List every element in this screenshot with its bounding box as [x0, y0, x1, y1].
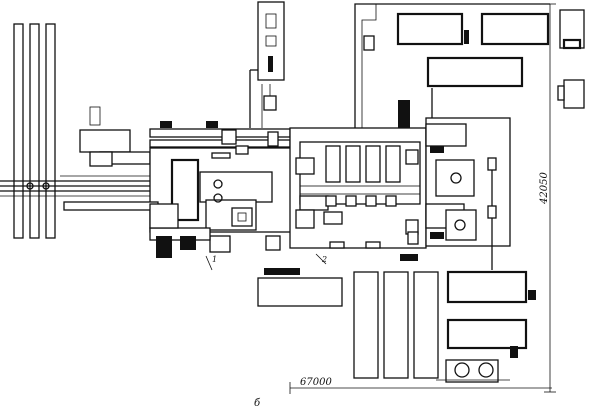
callout-2: 2	[321, 255, 327, 264]
lower-bays	[257, 268, 536, 383]
top-right-enclosure	[354, 3, 585, 128]
dimension-width-label: 67000	[300, 377, 332, 388]
dimension-lines	[205, 3, 556, 394]
callout-1: 1	[212, 255, 217, 264]
process-hall	[289, 117, 511, 270]
upper-conveyor	[79, 100, 410, 167]
dimension-height-label: 42050	[539, 172, 550, 205]
central-frame	[63, 129, 299, 258]
sheet-caption: б	[254, 398, 261, 409]
top-column-unit	[249, 1, 285, 128]
left-roll-stands	[13, 23, 56, 239]
